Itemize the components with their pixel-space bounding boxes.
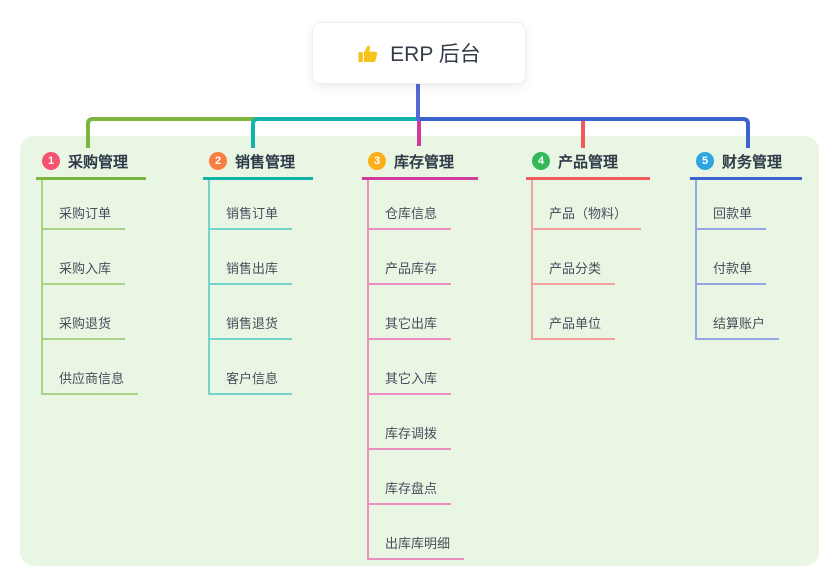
badge-2: 2 xyxy=(209,152,227,170)
node-warehouse-info[interactable]: 仓库信息 xyxy=(369,180,452,230)
badge-1: 1 xyxy=(42,152,60,170)
thumbs-up-icon xyxy=(357,42,380,65)
branch-title-inventory[interactable]: 3 库存管理 xyxy=(362,148,478,180)
branch-sales: 2 销售管理 销售订单 销售出库 销售退货 客户信息 xyxy=(203,148,313,395)
node-product-category[interactable]: 产品分类 xyxy=(533,230,616,285)
branch-children: 采购订单 采购入库 采购退货 供应商信息 xyxy=(41,180,139,395)
node-purchase-order[interactable]: 采购订单 xyxy=(43,180,126,230)
branch-label: 采购管理 xyxy=(68,153,129,171)
branch-children: 销售订单 销售出库 销售退货 客户信息 xyxy=(208,180,293,395)
branch-children: 仓库信息 产品库存 其它出库 其它入库 库存调拨 库存盘点 出库库明细 xyxy=(367,180,465,560)
node-settlement-account[interactable]: 结算账户 xyxy=(697,285,780,340)
branch-label: 产品管理 xyxy=(558,153,619,171)
branch-finance: 5 财务管理 回款单 付款单 结算账户 xyxy=(690,148,802,340)
branch-label: 销售管理 xyxy=(235,153,296,171)
badge-4: 4 xyxy=(532,152,550,170)
branch-title-product[interactable]: 4 产品管理 xyxy=(526,148,650,180)
badge-5: 5 xyxy=(696,152,714,170)
node-product-material[interactable]: 产品（物料） xyxy=(533,180,642,230)
branch-title-purchase[interactable]: 1 采购管理 xyxy=(36,148,146,180)
node-receipt-bill[interactable]: 回款单 xyxy=(697,180,767,230)
node-stock-count[interactable]: 库存盘点 xyxy=(369,450,452,505)
branch-product: 4 产品管理 产品（物料） 产品分类 产品单位 xyxy=(526,148,650,340)
node-supplier-info[interactable]: 供应商信息 xyxy=(43,340,139,395)
node-purchase-return[interactable]: 采购退货 xyxy=(43,285,126,340)
node-stock-transfer[interactable]: 库存调拨 xyxy=(369,395,452,450)
node-sales-outbound[interactable]: 销售出库 xyxy=(210,230,293,285)
branch-title-finance[interactable]: 5 财务管理 xyxy=(690,148,802,180)
mindmap-background-panel xyxy=(20,136,819,566)
node-product-unit[interactable]: 产品单位 xyxy=(533,285,616,340)
branch-inventory: 3 库存管理 仓库信息 产品库存 其它出库 其它入库 库存调拨 库存盘点 出库库… xyxy=(362,148,478,560)
branch-label: 库存管理 xyxy=(394,153,455,171)
node-product-stock[interactable]: 产品库存 xyxy=(369,230,452,285)
node-sales-return[interactable]: 销售退货 xyxy=(210,285,293,340)
branch-label: 财务管理 xyxy=(722,153,783,171)
root-node-erp[interactable]: ERP 后台 xyxy=(312,22,526,84)
branch-title-sales[interactable]: 2 销售管理 xyxy=(203,148,313,180)
node-other-outbound[interactable]: 其它出库 xyxy=(369,285,452,340)
node-payment-bill[interactable]: 付款单 xyxy=(697,230,767,285)
branch-children: 产品（物料） 产品分类 产品单位 xyxy=(531,180,642,340)
root-node-label: ERP 后台 xyxy=(390,43,481,66)
badge-3: 3 xyxy=(368,152,386,170)
node-customer-info[interactable]: 客户信息 xyxy=(210,340,293,395)
branch-purchase: 1 采购管理 采购订单 采购入库 采购退货 供应商信息 xyxy=(36,148,146,395)
node-outbound-detail[interactable]: 出库库明细 xyxy=(369,505,465,560)
node-sales-order[interactable]: 销售订单 xyxy=(210,180,293,230)
node-other-inbound[interactable]: 其它入库 xyxy=(369,340,452,395)
branch-children: 回款单 付款单 结算账户 xyxy=(695,180,780,340)
node-purchase-inbound[interactable]: 采购入库 xyxy=(43,230,126,285)
